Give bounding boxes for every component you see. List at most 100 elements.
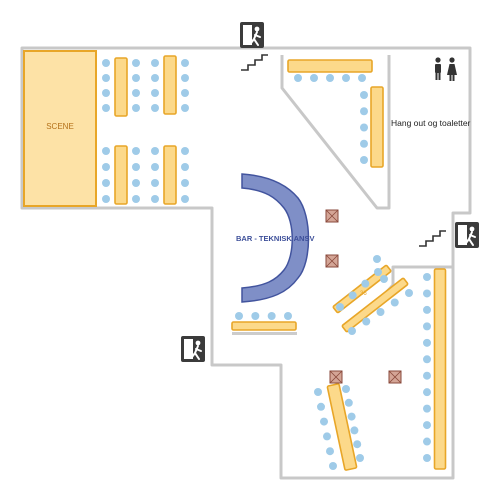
- table: [433, 268, 447, 470]
- crate: [325, 209, 339, 223]
- crate-cross: [388, 370, 402, 384]
- chair: [350, 426, 359, 435]
- emergency-exit-icon: [240, 22, 264, 48]
- crate-cross: [325, 254, 339, 268]
- chair: [102, 59, 110, 67]
- chair: [348, 327, 356, 335]
- chair: [361, 279, 370, 288]
- inner-wall: [280, 55, 391, 210]
- table: [114, 145, 128, 205]
- chair: [151, 195, 159, 203]
- bar-badge: 36: [360, 291, 367, 297]
- bar-counter: [241, 173, 310, 303]
- table: [341, 277, 409, 333]
- chair: [423, 322, 431, 331]
- emergency-exit-icon: [455, 222, 479, 248]
- chair: [323, 432, 331, 441]
- chair: [132, 104, 140, 112]
- chair: [151, 147, 159, 155]
- table: [287, 59, 373, 73]
- chair: [235, 312, 243, 320]
- table: [326, 383, 358, 471]
- chair: [151, 163, 159, 171]
- chair: [342, 74, 350, 82]
- chair: [344, 398, 353, 407]
- chair: [181, 163, 189, 171]
- chair: [362, 317, 371, 326]
- chair: [360, 156, 368, 164]
- table: [332, 264, 392, 314]
- chair: [102, 195, 110, 203]
- crate-cross: [325, 209, 339, 223]
- chair: [317, 402, 325, 411]
- chair: [329, 462, 337, 470]
- chair: [423, 305, 431, 314]
- chair: [151, 179, 159, 187]
- chair: [360, 91, 368, 99]
- chair: [310, 74, 318, 82]
- table: [163, 145, 177, 205]
- tables: [114, 55, 447, 471]
- chair: [405, 289, 413, 297]
- emergency-exit-icon: [181, 336, 205, 362]
- crate: [325, 254, 339, 268]
- table: [114, 57, 128, 117]
- chair: [181, 104, 189, 112]
- chair: [423, 371, 431, 380]
- chair: [132, 179, 140, 187]
- chair: [374, 268, 382, 276]
- table: [163, 55, 177, 115]
- chair: [342, 385, 350, 393]
- chair: [181, 147, 189, 155]
- chair: [181, 179, 189, 187]
- chair: [347, 412, 356, 421]
- chair: [284, 312, 292, 320]
- crates: [325, 209, 402, 384]
- stairs-icon: [419, 230, 446, 247]
- chair: [102, 163, 110, 171]
- chairs: [102, 59, 431, 470]
- stage: [23, 50, 97, 207]
- chair: [132, 89, 140, 97]
- bar-label: BAR - TEKNISK ANSV: [236, 234, 315, 243]
- chair: [348, 291, 357, 300]
- chair: [353, 440, 362, 449]
- hangout-label: Hang out og toaletter: [391, 118, 471, 128]
- chair: [181, 74, 189, 82]
- chair: [373, 255, 381, 263]
- chair: [376, 308, 385, 316]
- chair: [423, 388, 431, 397]
- chair: [390, 298, 399, 307]
- chair: [423, 273, 431, 281]
- outer-wall: [20, 46, 472, 480]
- stage-label: SCENE: [46, 122, 74, 131]
- chair: [356, 454, 364, 462]
- chair: [423, 355, 431, 364]
- chair: [294, 74, 302, 82]
- chair: [132, 147, 140, 155]
- chair: [423, 404, 431, 413]
- chair: [102, 104, 110, 112]
- bar-shelf: [232, 332, 297, 335]
- chair: [360, 123, 368, 132]
- chair: [151, 104, 159, 112]
- chair: [151, 59, 159, 67]
- chair: [326, 447, 334, 456]
- table: [370, 86, 384, 168]
- chair: [102, 74, 110, 82]
- chair: [380, 275, 388, 283]
- chair: [132, 74, 140, 82]
- table: [231, 321, 297, 331]
- chair: [181, 195, 189, 203]
- chair: [423, 289, 431, 298]
- chair: [251, 312, 260, 320]
- stairs-icon: [241, 54, 268, 71]
- chair: [314, 388, 322, 396]
- chair: [102, 147, 110, 155]
- chair: [326, 74, 334, 82]
- chair: [267, 312, 276, 320]
- crate-cross: [329, 370, 343, 384]
- chair: [151, 74, 159, 82]
- chair: [151, 89, 159, 97]
- chair: [132, 195, 140, 203]
